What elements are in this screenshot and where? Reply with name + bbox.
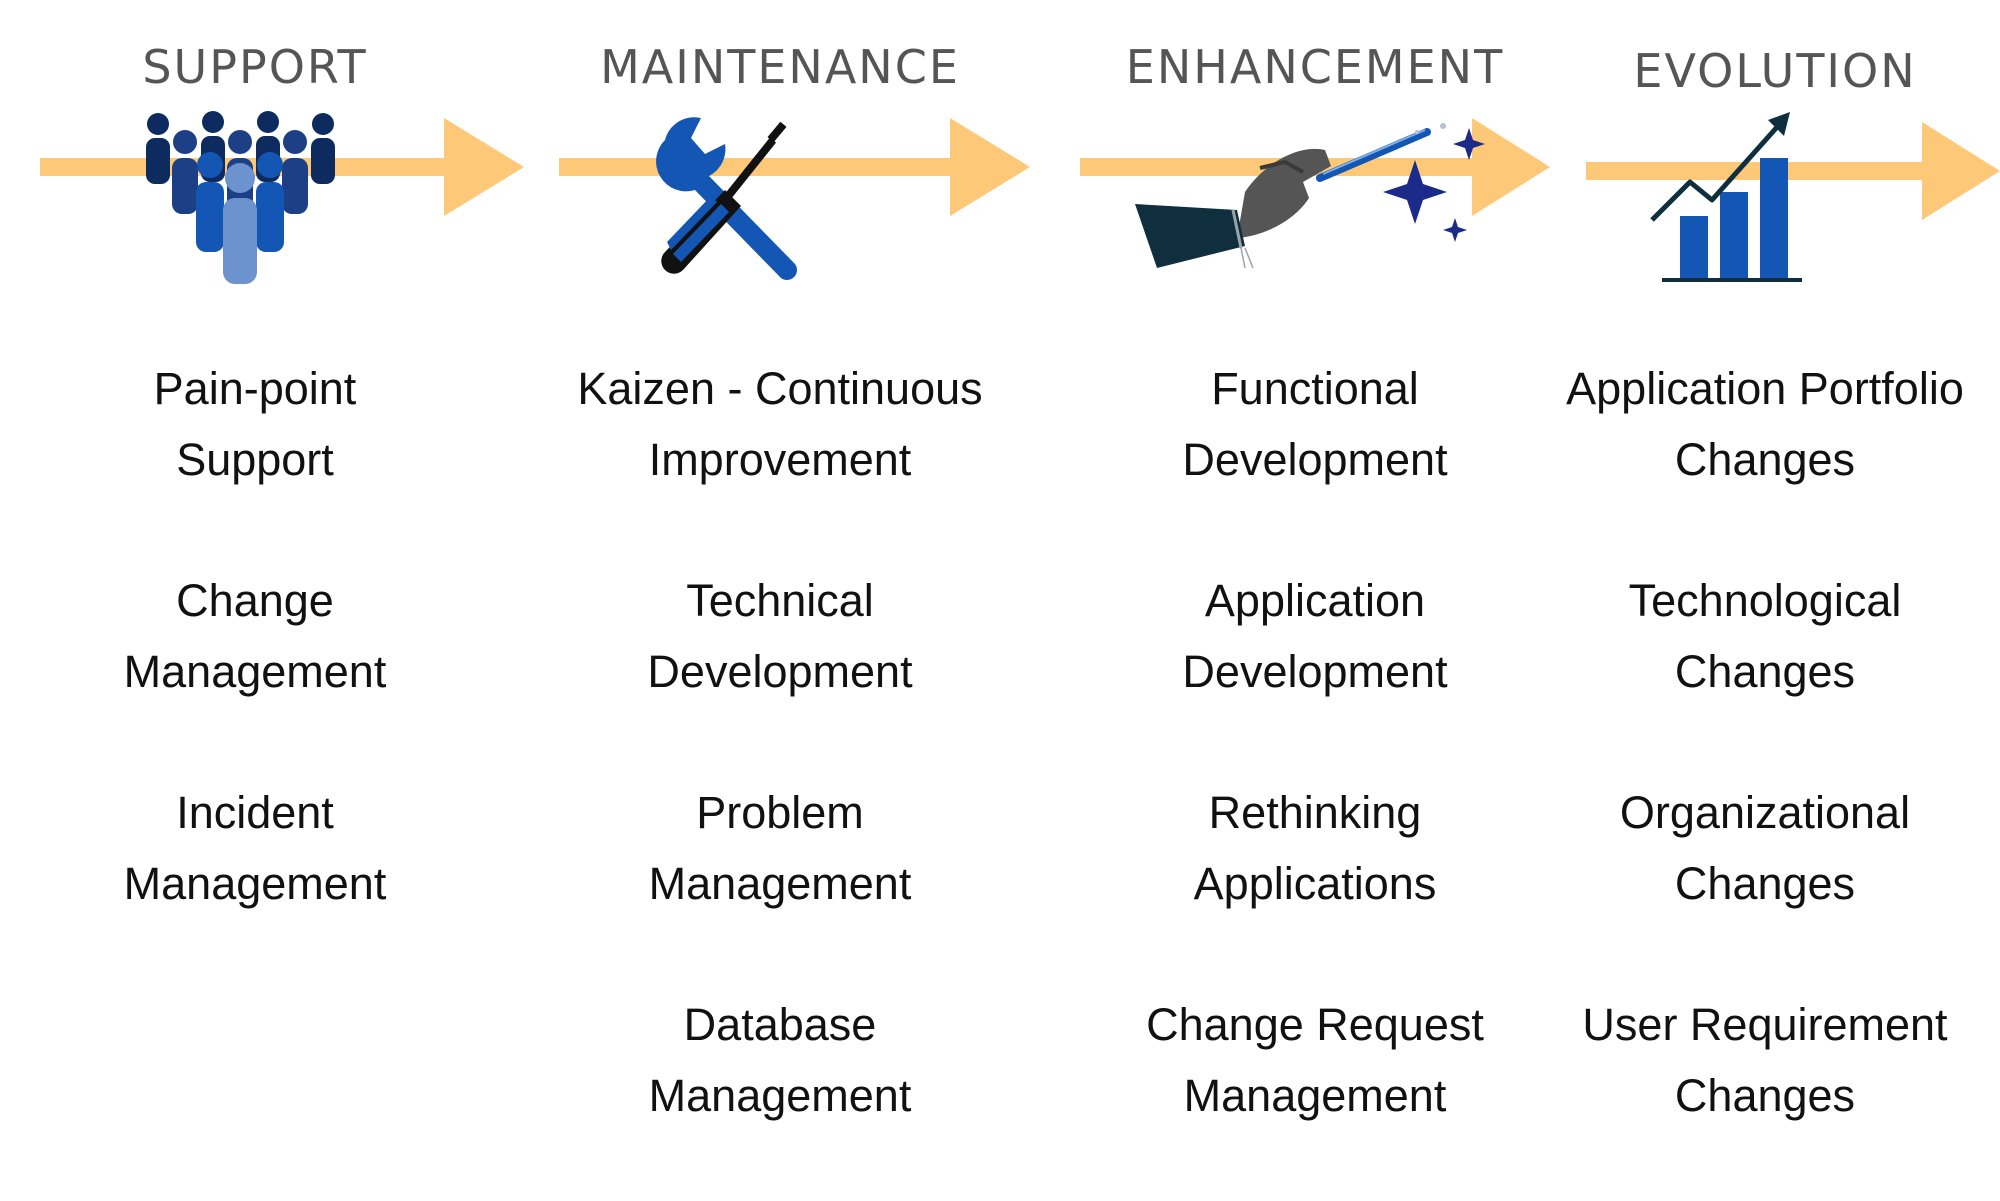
stage-title: SUPPORT: [142, 40, 368, 94]
stage-title: MAINTENANCE: [600, 40, 960, 94]
wrench-screwdriver-icon: [656, 117, 797, 280]
stage-support: SUPPORT P: [40, 0, 524, 1167]
growth-bar-chart-icon: [1650, 112, 1802, 282]
people-group-icon: [146, 111, 335, 284]
stage-title: ENHANCEMENT: [1125, 40, 1505, 94]
magic-wand-icon: [1135, 123, 1485, 269]
stage-title: EVOLUTION: [1633, 44, 1917, 98]
process-diagram: SUPPORT P: [40, 0, 2000, 1167]
